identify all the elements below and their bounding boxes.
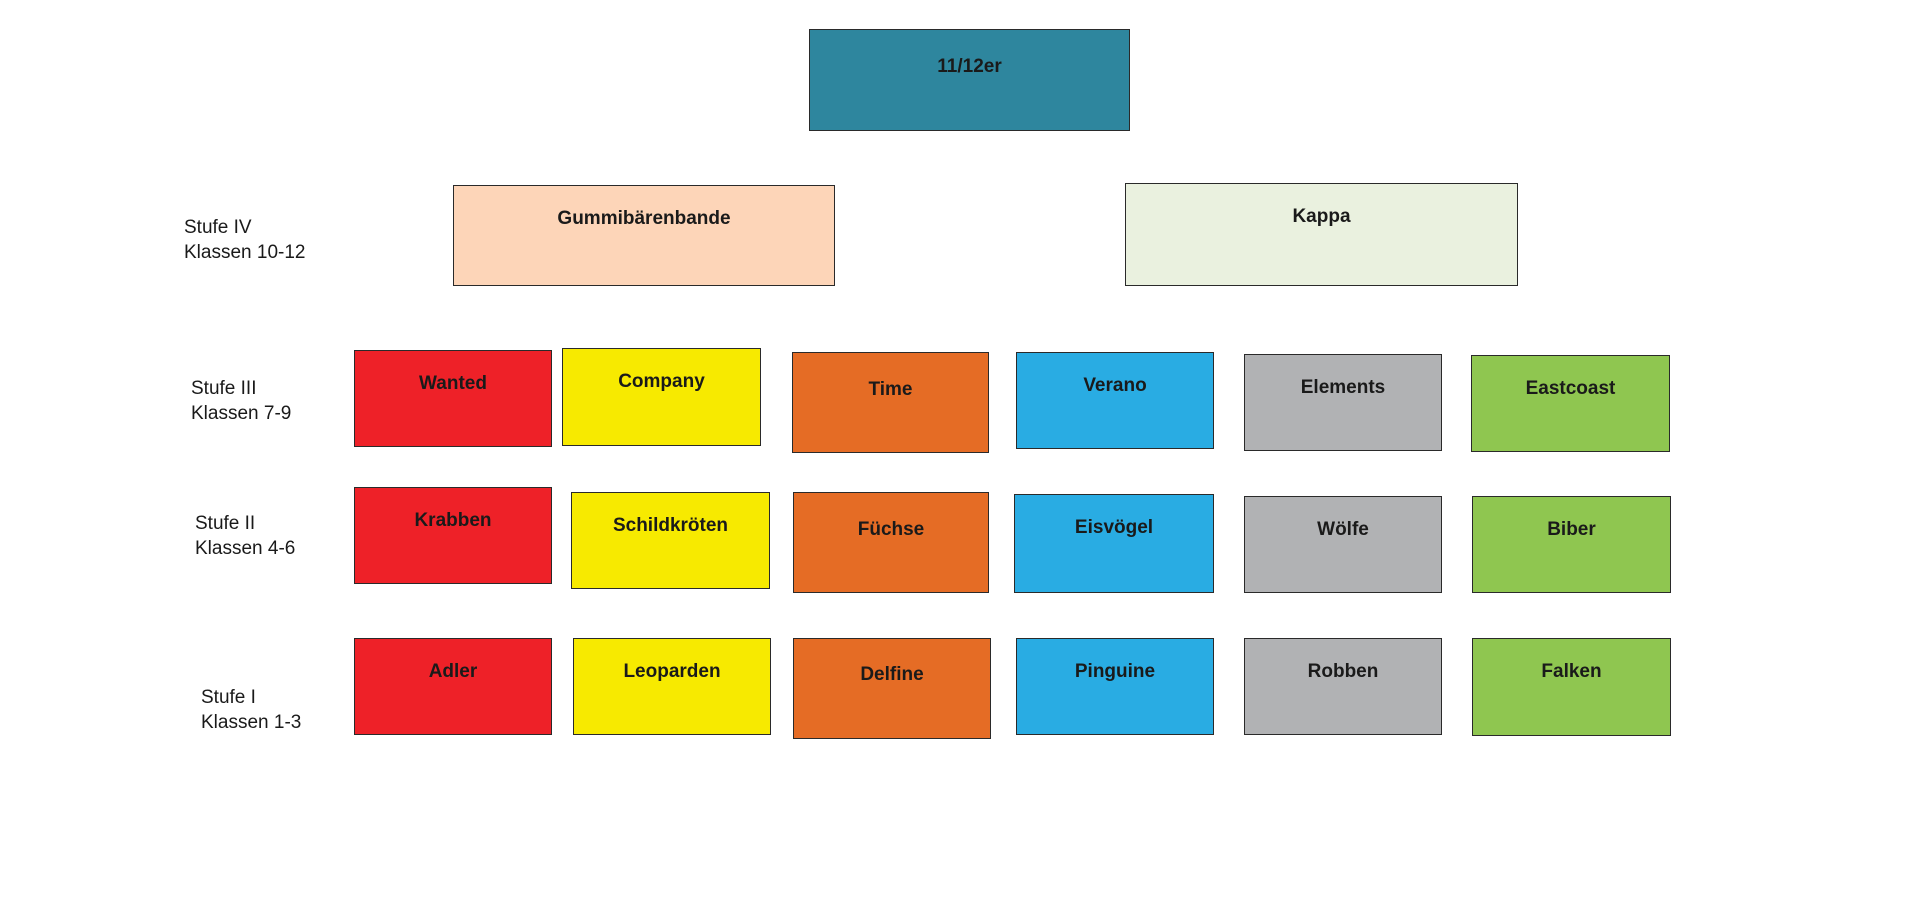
group-box-eastcoast: Eastcoast xyxy=(1471,355,1670,452)
group-label: Eastcoast xyxy=(1525,378,1616,399)
group-box-falken: Falken xyxy=(1472,638,1671,736)
group-box-robben: Robben xyxy=(1244,638,1442,735)
group-label: Leoparden xyxy=(623,661,721,682)
group-label: Kappa xyxy=(1292,206,1351,227)
group-box-kappa: Kappa xyxy=(1125,183,1518,286)
group-label: Gummibärenbande xyxy=(557,208,731,229)
group-label: 11/12er xyxy=(937,56,1002,77)
group-label: Robben xyxy=(1307,661,1379,682)
group-box-leoparden: Leoparden xyxy=(573,638,771,735)
group-label: Verano xyxy=(1083,375,1147,396)
group-label: Wölfe xyxy=(1317,519,1369,540)
group-box-schildkroeten: Schildkröten xyxy=(571,492,770,589)
group-box-company: Company xyxy=(562,348,761,446)
group-label: Pinguine xyxy=(1074,661,1156,682)
group-label: Wanted xyxy=(419,373,487,394)
group-label: Adler xyxy=(428,661,478,682)
group-label: Time xyxy=(868,379,913,400)
group-box-woelfe: Wölfe xyxy=(1244,496,1442,593)
group-label: Eisvögel xyxy=(1074,517,1154,538)
group-label: Falken xyxy=(1541,661,1602,682)
group-label: Schildkröten xyxy=(612,515,729,536)
group-label: Biber xyxy=(1547,519,1596,540)
group-box-delfine: Delfine xyxy=(793,638,991,739)
group-box-wanted: Wanted xyxy=(354,350,552,447)
group-box-gummibaerenbande: Gummibärenbande xyxy=(453,185,835,286)
group-label: Elements xyxy=(1300,377,1386,398)
group-box-elements: Elements xyxy=(1244,354,1442,451)
group-label: Krabben xyxy=(414,510,492,531)
group-label: Delfine xyxy=(860,664,924,685)
group-box-adler: Adler xyxy=(354,638,552,735)
group-box-biber: Biber xyxy=(1472,496,1671,593)
group-box-pinguine: Pinguine xyxy=(1016,638,1214,735)
group-box-11-12er: 11/12er xyxy=(809,29,1130,131)
group-label: Company xyxy=(618,371,705,392)
group-box-eisvoegel: Eisvögel xyxy=(1014,494,1214,593)
group-box-time: Time xyxy=(792,352,989,453)
group-box-verano: Verano xyxy=(1016,352,1214,449)
group-box-fuechse: Füchse xyxy=(793,492,989,593)
group-box-krabben: Krabben xyxy=(354,487,552,584)
group-label: Füchse xyxy=(857,519,925,540)
